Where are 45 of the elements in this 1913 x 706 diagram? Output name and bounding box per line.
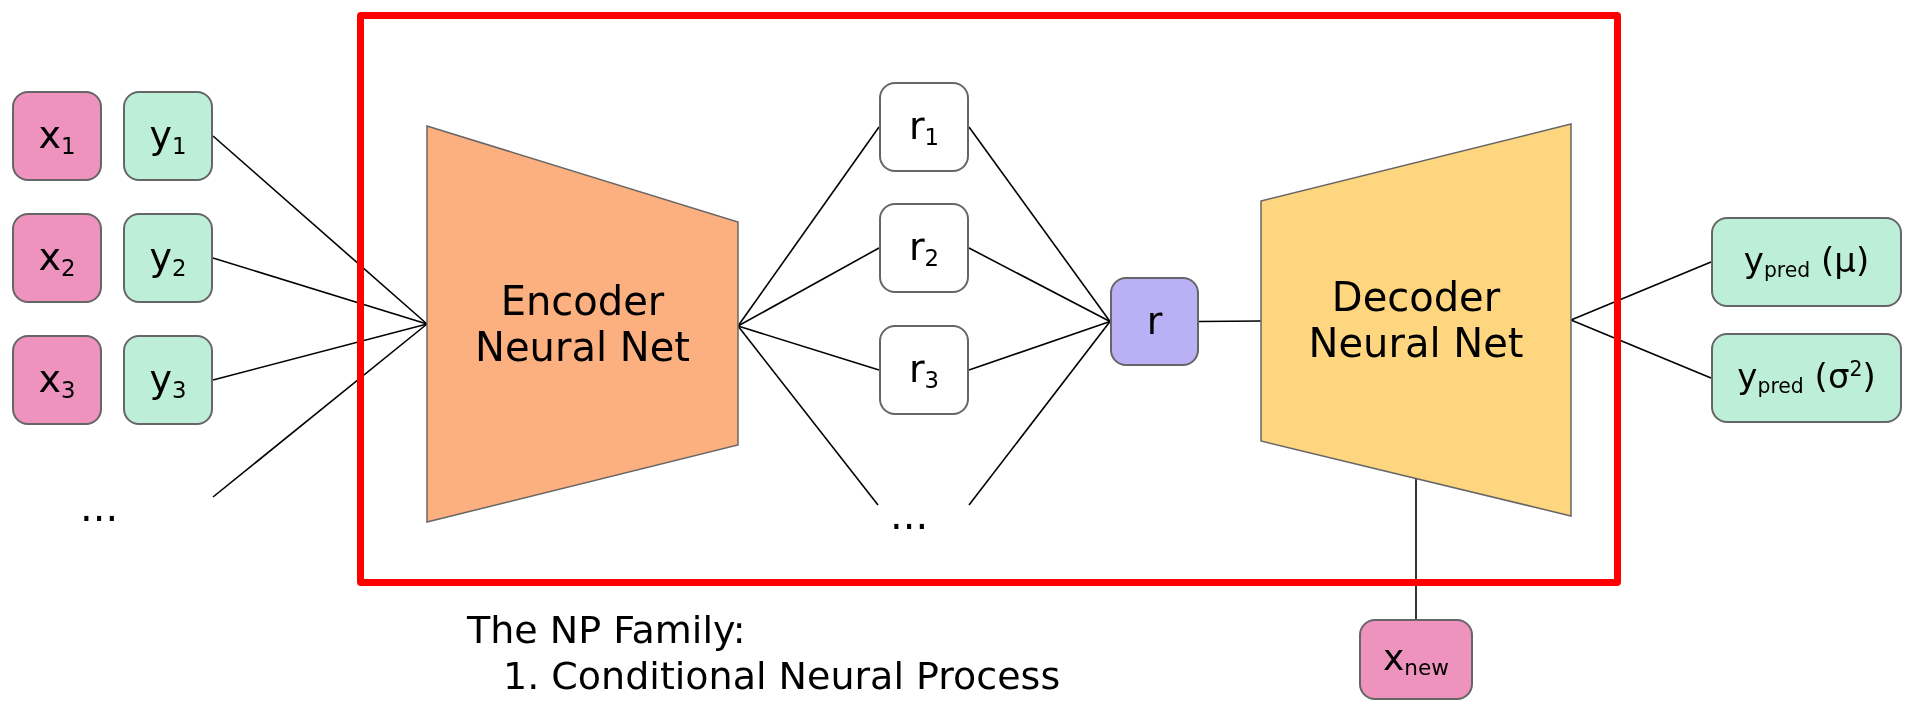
connector-line	[1198, 320, 1262, 323]
input-x-box	[12, 213, 102, 303]
input-x-box	[12, 335, 102, 425]
connector-line	[212, 323, 428, 381]
node-label: y$_{2}$	[149, 235, 187, 281]
grouping-frame	[357, 12, 1621, 586]
output-box	[1711, 333, 1902, 423]
connector-line	[212, 257, 428, 325]
node-label: x$_{new}$	[1383, 637, 1449, 682]
node-label: r	[1146, 299, 1163, 344]
input-y-box	[123, 91, 213, 181]
encoder-trapezoid	[427, 126, 738, 522]
heading-text: The NP Family:	[467, 608, 746, 652]
input-y-box	[123, 335, 213, 425]
node-label: y$_{pred}$ (μ)	[1743, 241, 1870, 283]
connector-line	[1415, 477, 1417, 620]
connector-line	[212, 323, 428, 498]
representation-box	[879, 325, 969, 415]
node-label: r$_{1}$	[908, 104, 940, 150]
node-label: y$_{3}$	[149, 357, 187, 403]
connector-line	[212, 135, 428, 325]
list-item-text: 1. Conditional Neural Process	[503, 654, 1061, 698]
node-label: y$_{1}$	[149, 113, 187, 159]
ellipsis-text: ...	[890, 492, 929, 538]
node-label: Decoder Neural Net	[1307, 274, 1525, 366]
node-label: r$_{3}$	[908, 347, 940, 393]
representation-box	[879, 82, 969, 172]
node-label: y$_{pred}$ (σ$^{2}$)	[1737, 357, 1876, 399]
connector-line	[968, 320, 1111, 506]
node-label: x$_{1}$	[38, 113, 76, 159]
node-label: x$_{3}$	[38, 357, 76, 403]
query-x-box	[1359, 619, 1473, 700]
input-y-box	[123, 213, 213, 303]
connector-line	[968, 126, 1111, 323]
connector-line	[968, 320, 1111, 371]
node-label: Encoder Neural Net	[474, 278, 691, 370]
output-box	[1711, 217, 1902, 307]
aggregate-box	[1110, 277, 1199, 366]
connector-line	[968, 247, 1111, 323]
ellipsis-text: ...	[80, 484, 119, 530]
node-label: x$_{2}$	[38, 235, 76, 281]
decoder-trapezoid	[1261, 124, 1571, 516]
input-x-box	[12, 91, 102, 181]
node-label: r$_{2}$	[908, 225, 940, 271]
representation-box	[879, 203, 969, 293]
